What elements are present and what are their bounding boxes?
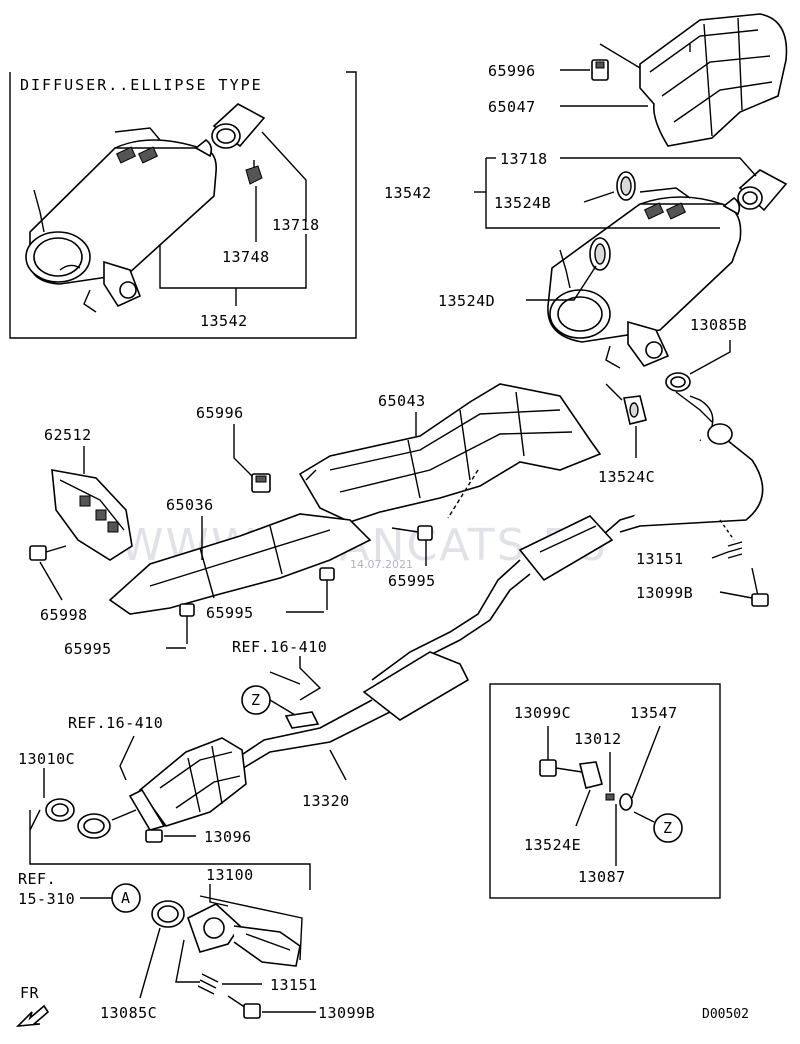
bracket-62512-icon bbox=[51, 469, 133, 561]
label-65036: 65036 bbox=[166, 496, 214, 514]
label-13099B-bottom: 13099B bbox=[318, 1004, 375, 1022]
label-13320: 13320 bbox=[302, 792, 350, 810]
label-13524C: 13524C bbox=[598, 468, 655, 486]
exhaust-pipe-center-icon bbox=[233, 423, 764, 771]
detail-nut-icon bbox=[619, 793, 633, 811]
label-65047: 65047 bbox=[488, 98, 536, 116]
bolt-65995-c-icon bbox=[391, 525, 433, 541]
front-label: FR bbox=[20, 984, 40, 1002]
bolt-13099B-bottom-icon bbox=[227, 995, 261, 1019]
detail-label-13524E: 13524E bbox=[524, 836, 581, 854]
label-13151-right: 13151 bbox=[636, 550, 684, 568]
heat-shield-center-icon bbox=[298, 383, 602, 523]
label-65043: 65043 bbox=[378, 392, 426, 410]
gasket-13010C-icon bbox=[45, 798, 75, 822]
bolt-65995-b-icon bbox=[319, 567, 335, 610]
main-muffler-icon bbox=[547, 187, 742, 369]
label-65995-a: 65995 bbox=[64, 640, 112, 658]
label-ref-16-410-upper: REF.16-410 bbox=[232, 638, 327, 656]
diffuser-tip-main-icon bbox=[737, 169, 788, 212]
diffuser-inset-title: DIFFUSER..ELLIPSE TYPE bbox=[20, 76, 263, 94]
label-ref-15-310-line1: REF. bbox=[18, 870, 56, 888]
label-13524D: 13524D bbox=[438, 292, 495, 310]
detail-hanger-icon bbox=[579, 761, 603, 789]
nut-65996-top-icon bbox=[591, 59, 609, 81]
detail-label-13099C: 13099C bbox=[514, 704, 571, 722]
marker-a-main: A bbox=[111, 883, 141, 913]
detail-label-13012: 13012 bbox=[574, 730, 622, 748]
nut-65996-mid-icon bbox=[251, 473, 271, 493]
detail-washer-icon bbox=[605, 793, 615, 801]
heat-shield-rear-icon bbox=[639, 13, 788, 147]
diffuser-tip-icon bbox=[211, 103, 266, 149]
label-13151-bottom: 13151 bbox=[270, 976, 318, 994]
rubber-hanger-13524D-icon bbox=[589, 237, 611, 271]
marker-z-main: Z bbox=[241, 685, 271, 715]
diffuser-label-13718: 13718 bbox=[272, 216, 320, 234]
diffuser-label-13542: 13542 bbox=[200, 312, 248, 330]
label-65998: 65998 bbox=[40, 606, 88, 624]
label-13542-main: 13542 bbox=[384, 184, 432, 202]
label-13100: 13100 bbox=[206, 866, 254, 884]
rubber-hanger-13524C-icon bbox=[623, 395, 647, 425]
diffuser-bolt-icon bbox=[245, 160, 263, 185]
catalytic-converter-icon bbox=[77, 737, 247, 839]
spring-13151-right-icon bbox=[727, 541, 743, 559]
bolt-13099B-right-icon bbox=[751, 567, 769, 607]
label-13085C: 13085C bbox=[100, 1004, 157, 1022]
diffuser-muffler-icon bbox=[25, 127, 217, 313]
detail-bolt-icon bbox=[539, 759, 583, 777]
detail-label-13547: 13547 bbox=[630, 704, 678, 722]
front-pipe-13100-icon bbox=[187, 903, 301, 967]
svg-text:Z: Z bbox=[663, 819, 673, 837]
heat-shield-front-icon bbox=[108, 513, 372, 615]
gasket-13085C-icon bbox=[151, 900, 185, 928]
label-65996-top: 65996 bbox=[488, 62, 536, 80]
label-13718-main: 13718 bbox=[500, 150, 548, 168]
bolt-65995-a-icon bbox=[179, 603, 195, 644]
front-direction-arrow-icon bbox=[15, 1004, 50, 1027]
bolt-65998-icon bbox=[29, 545, 67, 561]
label-65996-mid: 65996 bbox=[196, 404, 244, 422]
spring-13151-bottom-icon bbox=[197, 973, 219, 995]
gasket-13085B-icon bbox=[665, 372, 691, 392]
label-13524B: 13524B bbox=[494, 194, 551, 212]
label-13010C: 13010C bbox=[18, 750, 75, 768]
detail-inset: 13099C 13547 13012 13524E 13087 Z bbox=[489, 683, 721, 899]
label-65995-b: 65995 bbox=[206, 604, 254, 622]
label-13096: 13096 bbox=[204, 828, 252, 846]
label-13085B: 13085B bbox=[690, 316, 747, 334]
diffuser-inset: DIFFUSER..ELLIPSE TYPE bbox=[9, 71, 357, 339]
svg-text:A: A bbox=[121, 889, 131, 907]
rubber-hanger-13524B-icon bbox=[616, 171, 636, 201]
detail-marker-z: Z bbox=[653, 813, 683, 843]
diffuser-label-13748: 13748 bbox=[222, 248, 270, 266]
label-65995-c: 65995 bbox=[388, 572, 436, 590]
watermark-date: 14.07.2021 bbox=[350, 558, 413, 571]
label-ref-16-410-lower: REF.16-410 bbox=[68, 714, 163, 732]
svg-text:Z: Z bbox=[251, 691, 261, 709]
detail-label-13087: 13087 bbox=[578, 868, 626, 886]
label-13099B-right: 13099B bbox=[636, 584, 693, 602]
label-ref-15-310-line2: 15-310 bbox=[18, 890, 75, 908]
nut-13096-icon bbox=[145, 829, 163, 843]
label-62512: 62512 bbox=[44, 426, 92, 444]
diagram-code: D00502 bbox=[702, 1007, 749, 1022]
